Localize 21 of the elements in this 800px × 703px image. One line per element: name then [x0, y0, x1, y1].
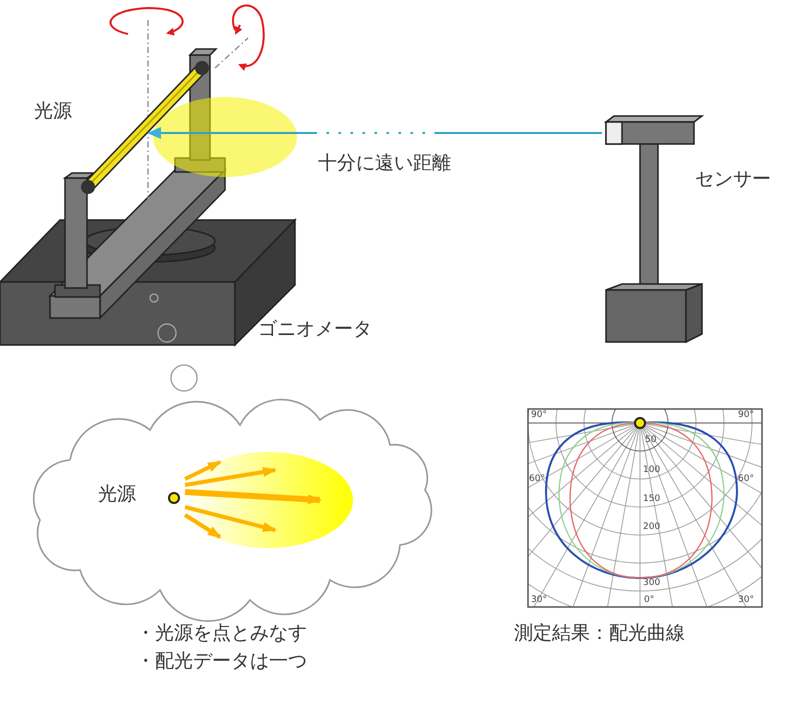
component-label: ゴニオメータ: [258, 318, 372, 341]
bullet-note: ・配光データは一つ: [136, 650, 307, 673]
angle-label: 30°: [531, 596, 547, 605]
node-caption: センサー: [695, 168, 771, 191]
intensity-label: 100: [643, 466, 660, 475]
node-label: 光源: [98, 483, 136, 506]
angle-label: 60°: [738, 475, 754, 484]
angle-label: 90°: [738, 411, 754, 420]
angle-label: 60°: [529, 475, 545, 484]
intensity-label: 50: [645, 436, 656, 445]
edge-label: 十分に遠い距離: [318, 152, 451, 175]
angle-label: 0°: [644, 596, 654, 605]
angle-label: 90°: [531, 411, 547, 420]
intensity-label: 150: [643, 495, 660, 504]
arrow: [147, 127, 602, 139]
node-caption: 光源: [34, 100, 72, 123]
bullet-note: ・光源を点とみなす: [136, 622, 307, 645]
angle-label: 30°: [738, 596, 754, 605]
intensity-label: 300: [643, 579, 660, 588]
intensity-label: 200: [643, 523, 660, 532]
chart-caption: 測定結果：配光曲線: [514, 622, 685, 645]
